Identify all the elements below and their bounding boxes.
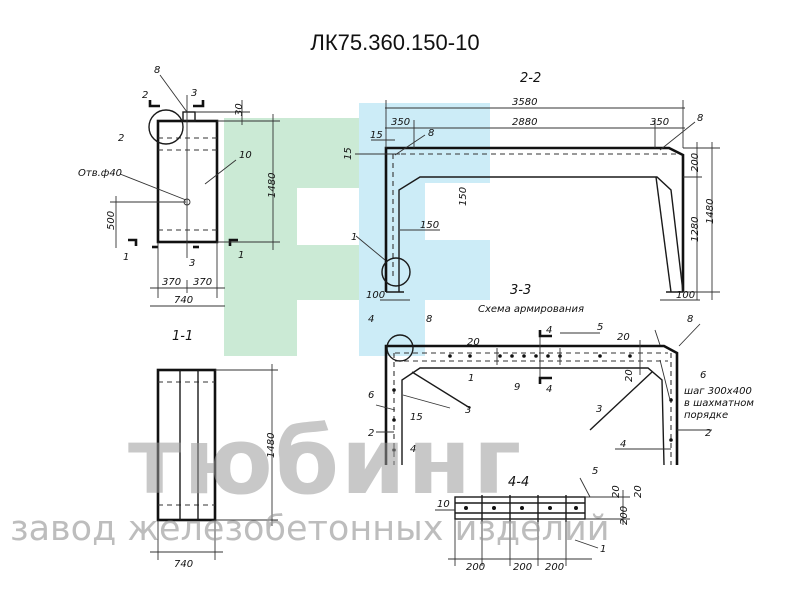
callout-1: 1 [468, 373, 474, 384]
dim-3580: 3580 [512, 97, 537, 108]
dim-350: 350 [391, 117, 410, 128]
dim-15: 15 [370, 130, 383, 141]
reinforcement-note-line-3: порядке [684, 410, 728, 421]
callout-8: 8 [428, 128, 434, 139]
callout-4: 4 [546, 325, 552, 336]
dim-1280: 1280 [690, 217, 701, 242]
callout-5: 5 [597, 322, 603, 333]
section-subtitle: Схема армирования [478, 304, 584, 315]
section-title-1-1: 1-1 [172, 329, 193, 344]
watermark-brand: тюбинг [128, 408, 523, 515]
section-2-2 [355, 100, 720, 301]
callout-3: 3 [191, 88, 197, 99]
reinforcement-note-line-1: шаг 300х400 [684, 386, 752, 397]
callout-8: 8 [426, 314, 432, 325]
callout-8: 8 [154, 65, 160, 76]
rebar-dots-4-4 [464, 506, 578, 510]
callout-10: 10 [239, 150, 252, 161]
callout-9: 9 [514, 382, 520, 393]
watermark-subtitle: завод железобетонных изделий [10, 509, 610, 549]
callout-4: 4 [368, 314, 374, 325]
section-title-4-4: 4-4 [508, 475, 529, 490]
callout-8: 8 [697, 113, 703, 124]
dim-100: 100 [676, 290, 695, 301]
callout-5: 5 [592, 466, 598, 477]
section-1-1-labels: 1-1 1480 740 [172, 329, 277, 570]
watermark-text: тюбинг завод железобетонных изделий [10, 408, 610, 549]
dim-740: 740 [174, 559, 193, 570]
dim-200: 200 [513, 562, 532, 573]
dim-1480: 1480 [705, 199, 716, 224]
callout-6: 6 [700, 370, 706, 381]
dim-20: 20 [624, 369, 635, 382]
dim-200: 200 [545, 562, 564, 573]
dim-200: 200 [619, 506, 630, 525]
section-3-3-labels: 3-3 Схема армирования 4 8 4 5 8 1 9 4 6 … [368, 283, 754, 455]
callout-3: 3 [596, 404, 602, 415]
callout-3: 3 [189, 258, 195, 269]
section-4-4-labels: 4-4 10 5 1 20 200 20 200 200 200 [437, 466, 644, 573]
section-4-4 [435, 477, 630, 566]
reinforcement-note-line-2: в шахматном [684, 398, 754, 409]
callout-2: 2 [118, 133, 124, 144]
callout-1: 1 [600, 544, 606, 555]
dim-100: 100 [366, 290, 385, 301]
callout-1: 1 [238, 250, 244, 261]
section-2-2-labels: 2-2 8 8 1 3580 350 2880 350 15 15 200 12… [343, 71, 716, 301]
dim-150: 150 [458, 187, 469, 206]
dim-2880: 2880 [512, 117, 537, 128]
dim-500: 500 [106, 211, 117, 230]
callout-4: 4 [410, 444, 416, 455]
dim-1480: 1480 [267, 173, 278, 198]
callout-2: 2 [142, 90, 148, 101]
dim-370: 370 [162, 277, 181, 288]
callout-1: 1 [123, 252, 129, 263]
callout-6: 6 [368, 390, 374, 401]
section-1-1 [150, 364, 278, 560]
callout-2: 2 [705, 428, 711, 439]
callout-10: 10 [437, 499, 450, 510]
dim-350: 350 [650, 117, 669, 128]
dim-15: 15 [343, 147, 354, 160]
front-view-labels: 8 2 3 10 2 3 1 1 Отв.ф40 30 1480 500 370… [78, 65, 278, 306]
dim-150: 150 [420, 220, 439, 231]
callout-15: 15 [410, 412, 423, 423]
dim-30: 30 [234, 103, 245, 116]
callout-2: 2 [368, 428, 374, 439]
dim-20: 20 [611, 485, 622, 498]
section-title-2-2: 2-2 [520, 71, 541, 86]
dim-20: 20 [633, 485, 644, 498]
watermark-logo [224, 103, 490, 356]
dim-1480: 1480 [266, 433, 277, 458]
section-3-3 [375, 323, 712, 466]
callout-4: 4 [546, 384, 552, 395]
callout-3: 3 [465, 405, 471, 416]
callout-4: 4 [620, 439, 626, 450]
callout-8: 8 [687, 314, 693, 325]
callout-1: 1 [351, 232, 357, 243]
dim-20: 20 [617, 332, 630, 343]
dim-200: 200 [690, 153, 701, 172]
section-title-3-3: 3-3 [510, 283, 531, 298]
dim-200: 200 [466, 562, 485, 573]
dim-370: 370 [193, 277, 212, 288]
dim-740: 740 [174, 295, 193, 306]
dim-20: 20 [467, 337, 480, 348]
drawing-title: ЛК75.360.150-10 [310, 30, 480, 55]
front-view [110, 74, 280, 307]
hole-label: Отв.ф40 [78, 168, 122, 179]
